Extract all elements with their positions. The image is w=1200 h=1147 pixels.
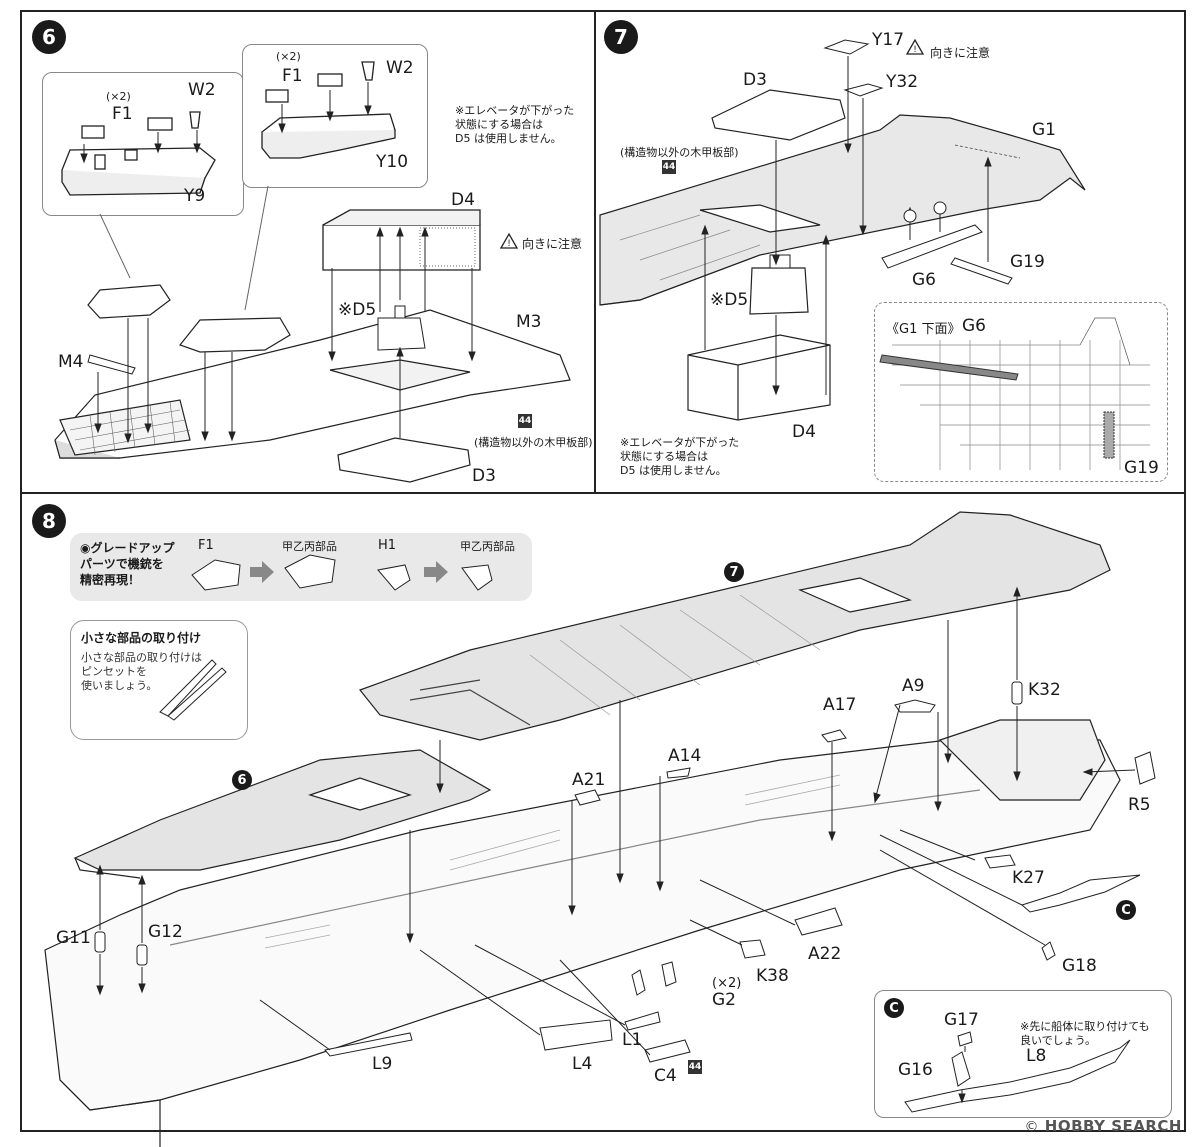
step7-d3: D3	[743, 70, 767, 90]
c-detail-g17: G17	[944, 1010, 979, 1030]
step8-a17: A17	[823, 695, 857, 715]
step8-k27: K27	[1012, 868, 1045, 888]
step7-note: ※エレベータが下がった 状態にする場合は D5 は使用しません。	[620, 436, 740, 477]
step7-d4: D4	[792, 422, 816, 442]
g1-underside-detail	[874, 302, 1168, 482]
step-7-number: 7	[604, 20, 638, 54]
upgrade-f1: F1	[198, 538, 214, 553]
step6-left-f1: F1	[112, 104, 133, 124]
lower-flight-deck	[73, 749, 492, 879]
step6-warning: 向きに注意	[522, 237, 583, 251]
step-8-number: 8	[32, 504, 66, 538]
step7-deck-note: (構造物以外の木甲板部)	[620, 146, 739, 159]
step-6-drawing: !	[54, 61, 571, 483]
step8-c4: C4	[654, 1066, 677, 1086]
step8-g2-mult: (×2)	[712, 976, 742, 991]
c-detail-l8: L8	[1026, 1046, 1047, 1066]
box-d4-drawing	[322, 209, 481, 271]
step-6-number: 6	[32, 20, 66, 54]
c-detail-marker: C	[884, 998, 904, 1018]
step-7-drawing: !	[599, 38, 1086, 421]
c-detail-g16: G16	[898, 1060, 933, 1080]
step6-right-f1: F1	[282, 66, 303, 86]
hobby-search-watermark: © HOBBY SEARCH	[1025, 1117, 1182, 1135]
g1-underside-drawing	[879, 317, 1150, 470]
step7-detail-g6: G6	[962, 316, 986, 336]
step6-right-y10: Y10	[376, 152, 409, 172]
step8-l9: L9	[372, 1054, 393, 1074]
step7-g19: G19	[1010, 252, 1045, 272]
upgrade-h1: H1	[378, 538, 397, 553]
step7-y32: Y32	[886, 72, 919, 92]
y10-part-drawing	[261, 61, 396, 159]
step6-d4: D4	[451, 190, 475, 210]
step8-a14: A14	[668, 746, 702, 766]
svg-text:!: !	[507, 239, 511, 249]
tweezers-tip-box: 小さな部品の取り付け 小さな部品の取り付けは ピンセットを 使いましょう。	[70, 620, 248, 740]
step8-badge-44: 44	[688, 1060, 702, 1074]
c-marker: C	[1116, 900, 1136, 920]
watermark-mark: ©	[1024, 1119, 1040, 1135]
tip-body: 小さな部品の取り付けは ピンセットを 使いましょう。	[81, 651, 202, 692]
step8-a9: A9	[902, 676, 925, 696]
watermark-brand: HOBBY SEARCH	[1044, 1117, 1182, 1135]
step8-a21: A21	[572, 770, 606, 790]
step6-left-multiplier: (×2)	[106, 90, 131, 103]
step6-m4: M4	[58, 352, 84, 372]
step7-g1: G1	[1032, 120, 1056, 140]
upgrade-f1-result: 甲乙丙部品	[282, 540, 337, 553]
step8-g2: G2	[712, 990, 736, 1010]
step8-chip-7: 7	[724, 562, 744, 582]
svg-text:!: !	[913, 45, 917, 55]
step6-left-w2: W2	[188, 80, 216, 100]
step6-deck-note: (構造物以外の木甲板部)	[474, 436, 593, 449]
step8-g18: G18	[1062, 956, 1097, 976]
step8-g11: G11	[56, 928, 91, 948]
step8-a22: A22	[808, 944, 842, 964]
c-detail-box	[874, 990, 1172, 1118]
step7-g6: G6	[912, 270, 936, 290]
step8-k38: K38	[756, 966, 789, 986]
step8-chip-6: 6	[232, 770, 252, 790]
warning-triangle-icon	[499, 232, 519, 249]
step7-detail-g19: G19	[1124, 458, 1159, 478]
step8-g12: G12	[148, 922, 183, 942]
step6-m3: M3	[516, 312, 542, 332]
step6-d3: D3	[472, 466, 496, 486]
step6-d5: ※D5	[338, 300, 377, 320]
step6-right-w2: W2	[386, 58, 414, 78]
y9-part-drawing	[61, 111, 216, 196]
upgrade-title: ◉グレードアップ パーツで機銃を 精密再現！	[80, 541, 175, 587]
tip-title: 小さな部品の取り付け	[81, 631, 202, 645]
step8-k32: K32	[1028, 680, 1061, 700]
step6-right-multiplier: (×2)	[276, 50, 301, 63]
step7-y17: Y17	[872, 30, 905, 50]
step8-l4: L4	[572, 1054, 593, 1074]
step7-detail-title: 《G1 下面》	[886, 322, 961, 337]
upgrade-h1-result: 甲乙丙部品	[460, 540, 515, 553]
step6-note: ※エレベータが下がった 状態にする場合は D5 は使用しません。	[455, 104, 575, 145]
step7-warning: 向きに注意	[930, 46, 991, 60]
step7-d5: ※D5	[710, 290, 749, 310]
warning-triangle-icon-7	[905, 38, 925, 55]
deck-m3-drawing	[54, 309, 571, 459]
step6-badge-44: 44	[518, 414, 532, 428]
step8-l1: L1	[622, 1030, 643, 1050]
c-detail-note: ※先に船体に取り付けても 良いでしょう。	[1020, 1020, 1150, 1047]
step8-r5: R5	[1128, 795, 1151, 815]
step7-badge-44: 44	[662, 160, 676, 174]
step6-left-y9: Y9	[184, 186, 206, 206]
upper-flight-deck	[359, 511, 1111, 741]
deck-g1-drawing	[599, 114, 1086, 306]
ship-hull	[44, 719, 1121, 1147]
